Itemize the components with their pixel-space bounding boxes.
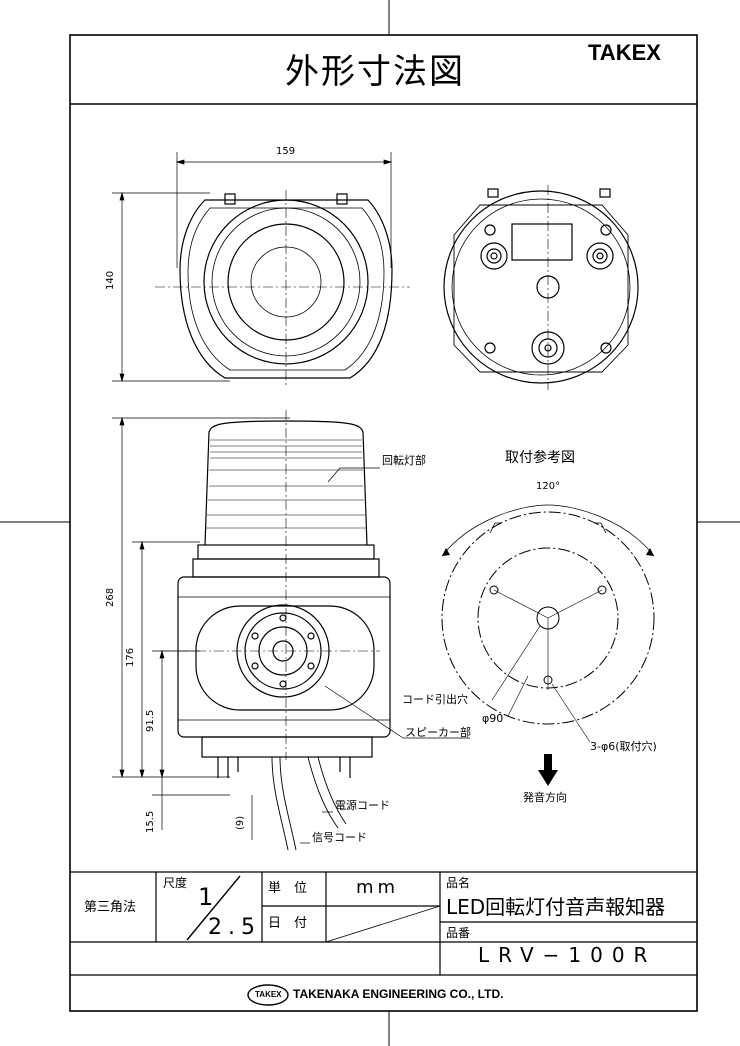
body-height-dimension: 176 bbox=[125, 647, 136, 667]
scale-numerator: 1 bbox=[198, 883, 214, 911]
footer-logo-oval bbox=[247, 984, 289, 1006]
width-dimension: 159 bbox=[276, 146, 296, 157]
product-name: LED回転灯付音声報知器 bbox=[446, 895, 666, 919]
angle-arrow-right bbox=[646, 548, 654, 556]
side-view-leaders bbox=[300, 467, 470, 844]
footer-logo-text: TAKEX bbox=[255, 990, 282, 999]
unit-value: mm bbox=[356, 877, 400, 898]
speaker-label: スピーカー部 bbox=[405, 726, 471, 739]
rotating-light-label: 回転灯部 bbox=[382, 454, 426, 467]
side-view-dimensions bbox=[112, 416, 290, 840]
company-name: TAKENAKA ENGINEERING CO., LTD. bbox=[293, 987, 504, 1001]
sound-direction-label: 発音方向 bbox=[523, 791, 567, 804]
projection-method: 第三角法 bbox=[84, 900, 137, 915]
front-view-dimensions bbox=[112, 152, 393, 383]
brand-logo: TAKEX bbox=[588, 40, 661, 65]
diameter-label: φ90 bbox=[482, 712, 504, 725]
side-view bbox=[177, 420, 391, 851]
scale-denominator: 2.5 bbox=[208, 915, 261, 940]
page-title: 外形寸法図 bbox=[285, 52, 465, 92]
angle-label: 120° bbox=[536, 481, 561, 492]
mount-reference-title: 取付参考図 bbox=[505, 450, 575, 466]
sound-direction-arrow bbox=[538, 754, 558, 786]
rear-view bbox=[443, 188, 639, 384]
mount-reference-drawing bbox=[441, 504, 655, 743]
cord-reference-dimension: (9) bbox=[235, 815, 246, 830]
date-label: 日 付 bbox=[268, 916, 308, 931]
scale-label: 尺度 bbox=[163, 876, 188, 890]
mount-holes-label: 3-φ6(取付穴) bbox=[590, 740, 657, 753]
product-number-label: 品番 bbox=[446, 926, 471, 940]
signal-cord-label: 信号コード bbox=[312, 831, 367, 844]
power-cord-label: 電源コード bbox=[335, 799, 390, 812]
total-height-dimension: 268 bbox=[105, 587, 116, 607]
unit-label: 単 位 bbox=[268, 881, 308, 896]
speaker-center-dimension: 91.5 bbox=[145, 709, 156, 732]
side-view-centerline bbox=[160, 410, 380, 760]
product-name-label: 品名 bbox=[446, 876, 471, 890]
cord-hole-label: コード引出穴 bbox=[402, 693, 468, 706]
height-dimension: 140 bbox=[105, 270, 116, 290]
product-number: LRV−100R bbox=[478, 943, 657, 967]
angle-arrow-left bbox=[442, 548, 450, 556]
sheet-frame bbox=[69, 34, 698, 1012]
front-view-centerlines bbox=[155, 190, 410, 385]
title-block-lines bbox=[70, 871, 697, 976]
foot-height-dimension: 15.5 bbox=[145, 810, 156, 833]
